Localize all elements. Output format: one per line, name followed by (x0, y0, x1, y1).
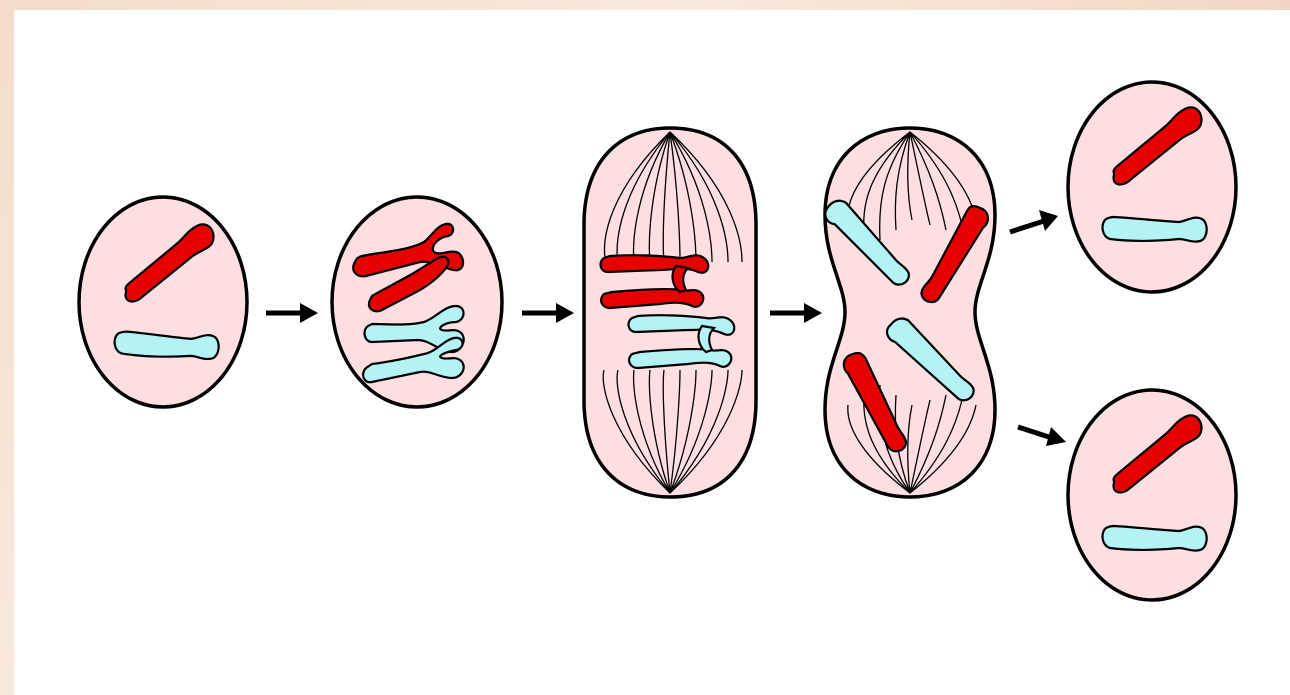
right-arrow-icon (266, 303, 318, 323)
right-arrow-icon (770, 303, 822, 323)
cell-interphase-icon (79, 197, 247, 407)
right-arrow-icon (1018, 427, 1066, 446)
cell-anaphase-icon (821, 128, 995, 497)
daughter-cell-icon (1068, 390, 1236, 600)
cell-metaphase-icon (584, 128, 756, 497)
right-arrow-icon (522, 303, 574, 323)
cell-prophase-icon (332, 197, 502, 407)
daughter-cell-icon (1068, 82, 1236, 292)
right-arrow-icon (1010, 210, 1058, 232)
